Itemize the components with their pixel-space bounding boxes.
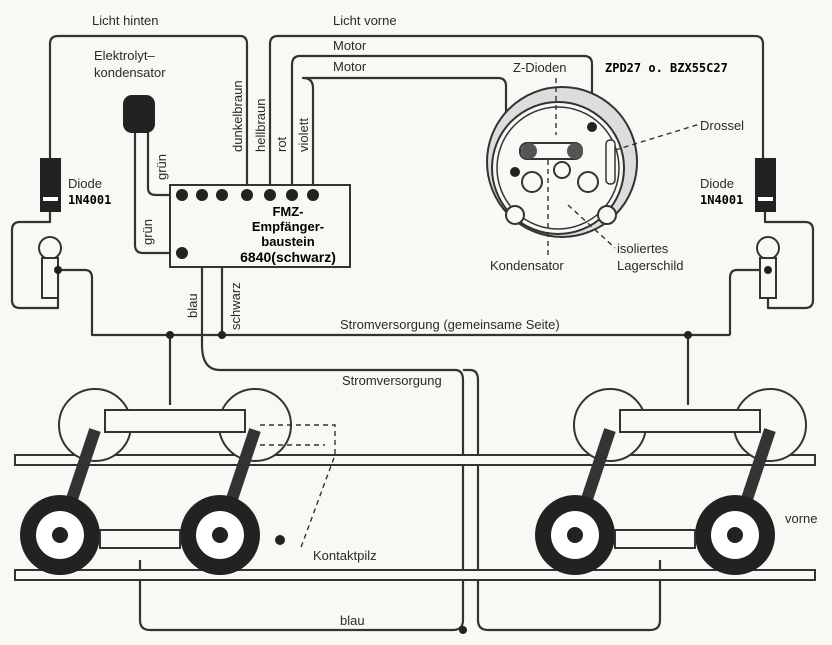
label-dunkelbraun: dunkelbraun bbox=[230, 80, 245, 152]
module-label: Empfänger- bbox=[252, 219, 324, 234]
label-violett: violett bbox=[296, 118, 311, 152]
wire-right-bulb-common bbox=[728, 268, 768, 335]
wire-right-diode-bulb bbox=[763, 212, 815, 310]
wire-licht-hinten bbox=[48, 34, 249, 195]
bulb-left bbox=[38, 236, 62, 299]
label-lagerschild: isoliertes bbox=[617, 241, 669, 256]
wire-licht-vorne bbox=[268, 34, 765, 195]
module-label: FMZ- bbox=[272, 204, 303, 219]
label-elko: Elektrolyt– bbox=[94, 48, 155, 63]
junction bbox=[684, 331, 692, 339]
label-z-dioden-type: ZPD27 o. BZX55C27 bbox=[605, 61, 728, 75]
electrolytic-capacitor bbox=[123, 95, 155, 133]
truck-front bbox=[535, 388, 807, 575]
diode-left bbox=[40, 158, 61, 212]
label-kontaktpilz: Kontaktpilz bbox=[313, 548, 377, 563]
wire-left-bulb-common bbox=[58, 268, 730, 337]
label-kondensator: Kondensator bbox=[490, 258, 564, 273]
label-schwarz: schwarz bbox=[228, 282, 243, 330]
label-elko: kondensator bbox=[94, 65, 166, 80]
diode-right bbox=[755, 158, 776, 212]
label-blau: blau bbox=[185, 293, 200, 318]
module-label: baustein bbox=[261, 234, 315, 249]
module-label: 6840(schwarz) bbox=[240, 249, 336, 265]
wire-motor-1 bbox=[290, 54, 594, 195]
wire-gruen-2 bbox=[133, 130, 182, 255]
label-vorne: vorne bbox=[785, 511, 818, 526]
junction bbox=[166, 331, 174, 339]
label-blau: blau bbox=[340, 613, 365, 628]
label-hellbraun: hellbraun bbox=[253, 99, 268, 153]
wire-left-diode-bulb bbox=[10, 212, 60, 310]
label-stromversorgung: Stromversorgung bbox=[342, 373, 442, 388]
wire-gruen-1 bbox=[146, 130, 182, 197]
label-diode-right-type: 1N4001 bbox=[700, 193, 743, 207]
label-motor: Motor bbox=[333, 59, 367, 74]
leader-lagerschild bbox=[567, 204, 616, 249]
label-drossel: Drossel bbox=[700, 118, 744, 133]
motor-end-shield bbox=[486, 86, 638, 238]
wire-motor-2 bbox=[301, 76, 515, 195]
truck-rear bbox=[20, 388, 336, 575]
bulb-right bbox=[756, 236, 780, 299]
label-z-dioden: Z-Dioden bbox=[513, 60, 566, 75]
label-motor: Motor bbox=[333, 38, 367, 53]
label-stromversorgung-gemeinsam: Stromversorgung (gemeinsame Seite) bbox=[340, 317, 560, 332]
wire-blau bbox=[138, 195, 465, 632]
label-licht-vorne: Licht vorne bbox=[333, 13, 397, 28]
label-gruen: grün bbox=[140, 219, 155, 245]
wire-strom bbox=[463, 368, 662, 632]
leader-drossel bbox=[614, 123, 701, 151]
junction bbox=[218, 331, 226, 339]
label-diode-left: Diode bbox=[68, 176, 102, 191]
receiver-module: FMZ- Empfänger- baustein 6840(schwarz) bbox=[169, 184, 351, 268]
label-diode-left-type: 1N4001 bbox=[68, 193, 111, 207]
label-diode-right: Diode bbox=[700, 176, 734, 191]
label-licht-hinten: Licht hinten bbox=[92, 13, 159, 28]
label-lagerschild: Lagerschild bbox=[617, 258, 684, 273]
label-rot: rot bbox=[274, 136, 289, 152]
track bbox=[14, 454, 816, 581]
junction bbox=[459, 626, 467, 634]
label-gruen: grün bbox=[154, 154, 169, 180]
